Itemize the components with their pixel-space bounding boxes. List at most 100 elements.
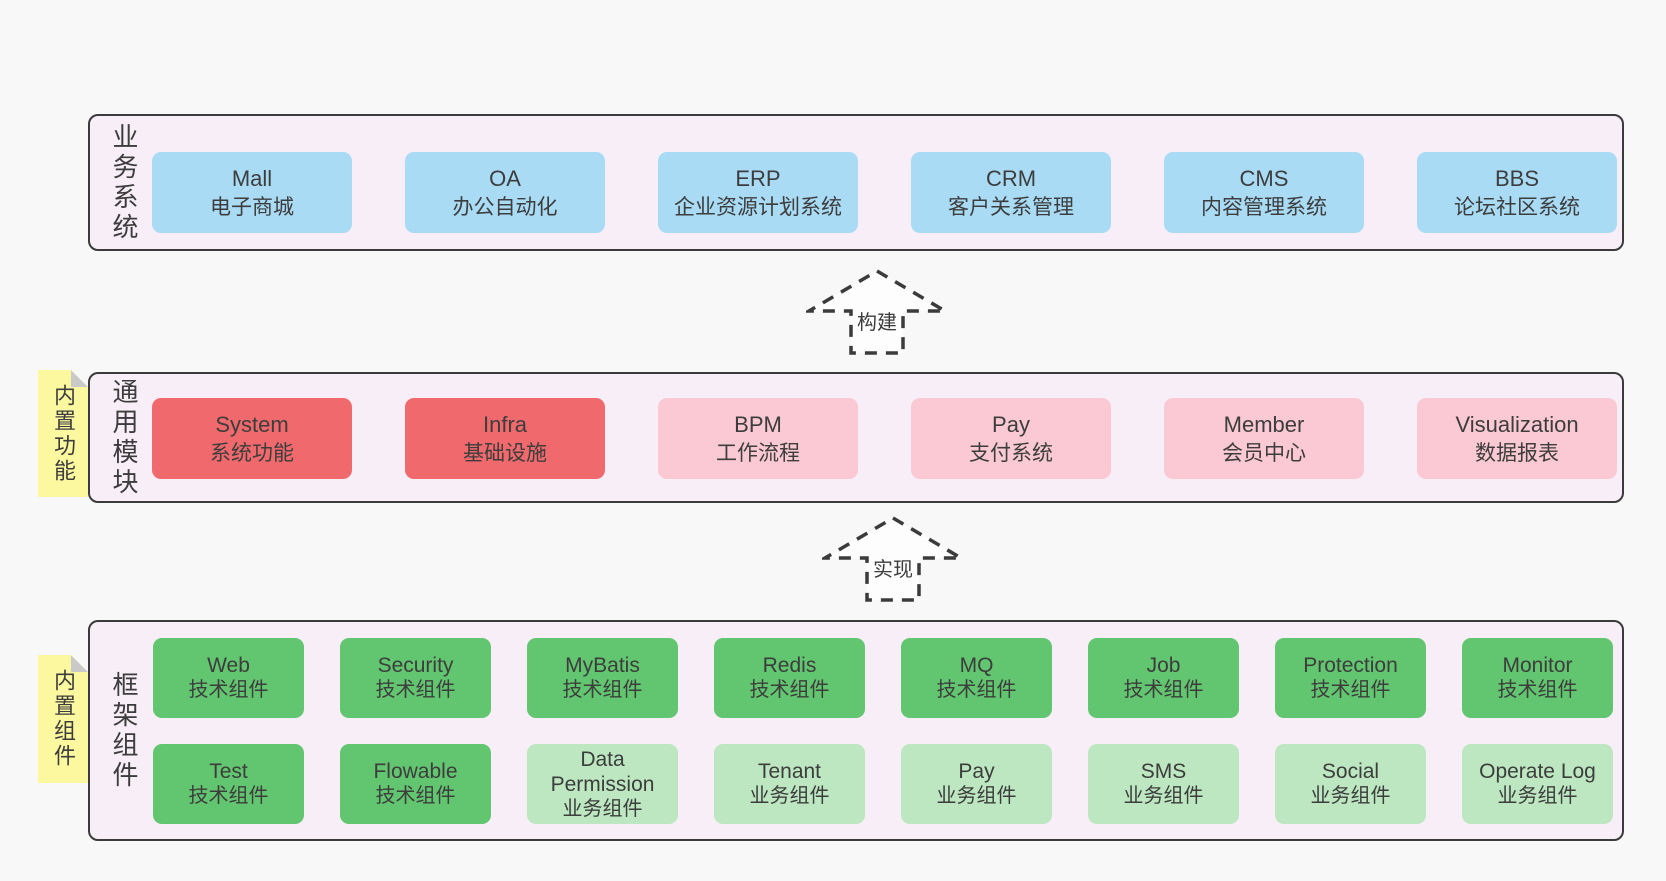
- box-subtitle: 论坛社区系统: [1454, 195, 1580, 219]
- box-subtitle: 数据报表: [1475, 441, 1559, 465]
- box-title: MQ: [959, 654, 994, 677]
- box-row: System 系统功能 Infra 基础设施 BPM 工作流程 Pay 支付系统 Member 会…: [152, 398, 1617, 479]
- module-box-visualization: Visualization 数据报表: [1417, 398, 1617, 479]
- note-text: 内置组件: [51, 669, 76, 769]
- box-title: MyBatis: [565, 654, 640, 677]
- box-subtitle: 技术组件: [1497, 679, 1578, 701]
- implement-arrow: 实现: [822, 515, 964, 603]
- note-text: 内置功能: [51, 383, 76, 484]
- box-subtitle: 技术组件: [188, 679, 269, 701]
- box-subtitle: 电子商城: [210, 195, 294, 219]
- box-subtitle: 技术组件: [749, 679, 830, 701]
- box-subtitle: 技术组件: [375, 679, 456, 701]
- panel-label: 框架组件: [109, 670, 139, 791]
- arrow-label: 构建: [854, 306, 900, 335]
- module-box-oa: OA 办公自动化: [405, 152, 605, 233]
- box-subtitle: 技术组件: [936, 679, 1017, 701]
- box-title: Operate Log: [1479, 760, 1596, 783]
- box-row: Mall 电子商城 OA 办公自动化 ERP 企业资源计划系统 CRM 客户关系管理 CMS 内容…: [152, 152, 1617, 233]
- box-title: Visualization: [1455, 411, 1579, 437]
- box-title: Infra: [482, 411, 528, 437]
- box-subtitle: 技术组件: [188, 785, 269, 807]
- box-title: OA: [489, 165, 521, 191]
- box-title: Protection: [1303, 654, 1398, 677]
- box-subtitle: 系统功能: [210, 441, 294, 465]
- module-box-bbs: BBS 论坛社区系统: [1417, 152, 1617, 233]
- box-subtitle: 工作流程: [716, 441, 800, 465]
- box-title: Redis: [762, 654, 817, 677]
- box-title: BPM: [734, 411, 782, 437]
- build-arrow: 构建: [806, 268, 948, 356]
- box-title: Monitor: [1502, 654, 1573, 677]
- box-subtitle: 业务组件: [936, 785, 1017, 807]
- box-subtitle: 企业资源计划系统: [674, 195, 842, 219]
- box-title: System: [215, 411, 289, 437]
- box-subtitle: 业务组件: [749, 785, 830, 807]
- panel-label: 业务系统: [109, 122, 139, 243]
- box-subtitle: 会员中心: [1222, 441, 1306, 465]
- panel-label: 通用模块: [109, 377, 139, 498]
- module-box-crm: CRM 客户关系管理: [911, 152, 1111, 233]
- box-title: Social: [1321, 760, 1380, 783]
- box-title: Mall: [231, 165, 273, 191]
- box-title: Pay: [958, 760, 995, 783]
- box-title: Security: [377, 654, 454, 677]
- box-title: BBS: [1494, 165, 1540, 191]
- arrow-label: 实现: [870, 553, 916, 582]
- box-title: Pay: [992, 411, 1030, 437]
- box-subtitle: 技术组件: [562, 679, 643, 701]
- common-modules-panel: 通用模块 System 系统功能 Infra 基础设施 BPM 工作流程 Pay 支付系统 Me…: [88, 372, 1624, 503]
- box-title: Tenant: [757, 760, 822, 783]
- box-title: Web: [207, 654, 250, 677]
- box-title: Member: [1223, 411, 1305, 437]
- box-subtitle: 业务组件: [1310, 785, 1391, 807]
- box-title: Data Permission: [550, 747, 655, 796]
- builtin-components-note: 内置组件: [38, 655, 88, 783]
- module-box-system: System 系统功能: [152, 398, 352, 479]
- box-subtitle: 基础设施: [463, 441, 547, 465]
- box-subtitle: 技术组件: [1123, 679, 1204, 701]
- module-box-infra: Infra 基础设施: [405, 398, 605, 479]
- box-subtitle: 办公自动化: [452, 195, 558, 219]
- module-box-erp: ERP 企业资源计划系统: [658, 152, 858, 233]
- box-title: ERP: [735, 165, 781, 191]
- module-box-cms: CMS 内容管理系统: [1164, 152, 1364, 233]
- box-title: Test: [209, 760, 248, 783]
- module-box-bpm: BPM 工作流程: [658, 398, 858, 479]
- business-systems-panel: 业务系统 Mall 电子商城 OA 办公自动化 ERP 企业资源计划系统 CRM 客户关系管理…: [88, 114, 1624, 251]
- builtin-features-note: 内置功能: [38, 370, 88, 497]
- box-subtitle: 支付系统: [969, 441, 1053, 465]
- box-subtitle: 客户关系管理: [948, 195, 1074, 219]
- box-subtitle: 业务组件: [1497, 785, 1578, 807]
- box-subtitle: 技术组件: [375, 785, 456, 807]
- module-box-pay: Pay 支付系统: [911, 398, 1111, 479]
- box-title: CRM: [985, 165, 1037, 191]
- module-box-mall: Mall 电子商城: [152, 152, 352, 233]
- box-subtitle: 内容管理系统: [1201, 195, 1327, 219]
- box-title: CMS: [1239, 165, 1289, 191]
- box-subtitle: 业务组件: [562, 797, 643, 820]
- box-subtitle: 技术组件: [1310, 679, 1391, 701]
- module-box-member: Member 会员中心: [1164, 398, 1364, 479]
- box-subtitle: 业务组件: [1123, 785, 1204, 807]
